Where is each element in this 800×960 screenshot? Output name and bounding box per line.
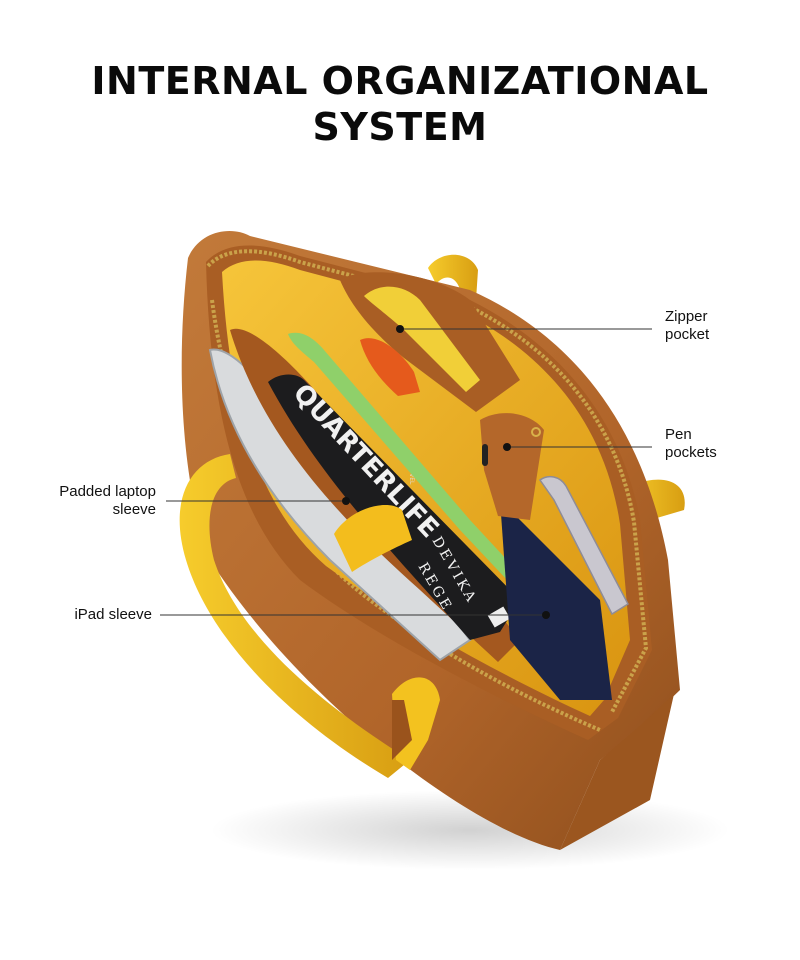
ipad-sleeve-marker — [542, 611, 550, 619]
zipper-pocket-marker — [396, 325, 404, 333]
ipad-sleeve-edge — [288, 332, 568, 636]
callout-pen-pockets-line-1: Pen — [665, 426, 692, 443]
callout-zipper-pocket: Zipper pocket — [665, 308, 709, 344]
callout-ipad-sleeve: iPad sleeve — [20, 606, 152, 624]
callout-leaders — [160, 325, 652, 619]
bag-side-panel — [560, 694, 674, 850]
pen — [482, 444, 488, 466]
back-handle-left-loop — [428, 254, 478, 300]
orange-pouch — [360, 338, 420, 396]
notebook — [364, 286, 480, 392]
callout-laptop-sleeve: Padded laptop sleeve — [20, 483, 156, 519]
handle-buckle-strap — [392, 700, 412, 760]
callout-pen-pockets: Pen pockets — [665, 426, 717, 462]
callout-pen-pockets-line-2: pockets — [665, 444, 717, 461]
zipper-track-back — [206, 249, 649, 713]
page-title: INTERNAL ORGANIZATIONAL SYSTEM — [0, 58, 800, 150]
callout-ipad-sleeve-line-1: iPad sleeve — [74, 606, 152, 623]
laptop-sleeve-marker — [342, 497, 350, 505]
publisher-logo-icon — [487, 606, 511, 628]
phone — [538, 475, 629, 616]
front-handle — [179, 454, 410, 778]
zipper-pull-icon — [531, 427, 541, 437]
pen-pocket-panel — [480, 413, 544, 520]
sleeve-strap — [334, 504, 412, 572]
page-title-line-1: INTERNAL ORGANIZATIONAL — [91, 59, 709, 103]
page-title-line-2: SYSTEM — [312, 105, 488, 149]
callout-zipper-pocket-line-1: Zipper — [665, 308, 708, 325]
callout-laptop-sleeve-line-2: sleeve — [112, 501, 156, 518]
pen-pockets-marker — [503, 443, 511, 451]
navy-folder — [500, 500, 612, 700]
callout-zipper-pocket-line-2: pocket — [665, 326, 710, 343]
callout-laptop-sleeve-line-1: Padded laptop — [59, 483, 156, 500]
